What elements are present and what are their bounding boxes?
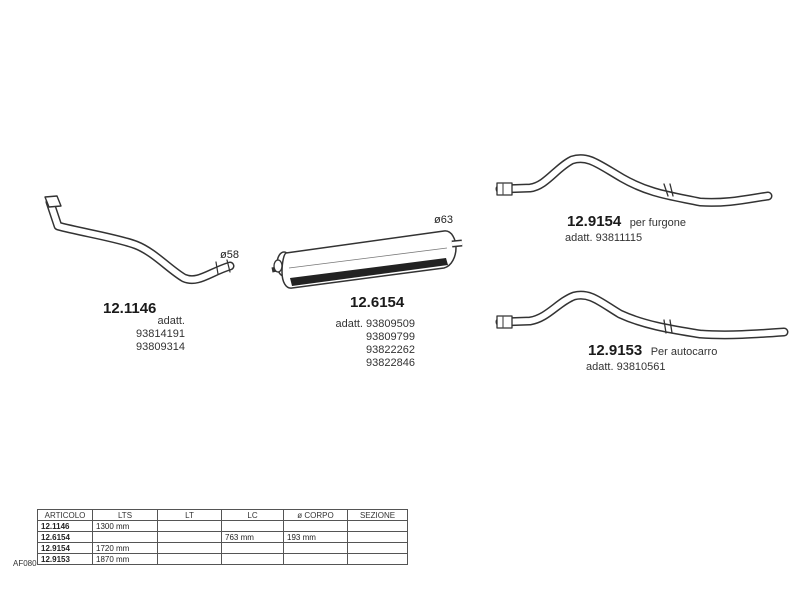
cell-corpo: [283, 542, 348, 554]
table-row: 12.9154 1720 mm: [37, 542, 408, 554]
table-header-row: ARTICOLO LTS LT LC ø CORPO SEZIONE: [37, 509, 408, 521]
cell-lts: 1720 mm: [92, 542, 158, 554]
column-header-lts: LTS: [92, 509, 158, 521]
table-row: 12.9153 1870 mm: [37, 553, 408, 565]
cell-sezione: [347, 531, 408, 543]
part-description: Per autocarro: [650, 346, 718, 358]
pipe-12-9153: [495, 290, 789, 340]
part-notes-12-9153: adatt. 93810561: [586, 361, 666, 374]
cell-articolo: 12.1146: [37, 520, 93, 532]
cell-corpo: [283, 553, 348, 565]
part-code: 12.6154: [350, 294, 405, 311]
column-header-articolo: ARTICOLO: [37, 509, 93, 521]
cell-lts: [92, 531, 158, 543]
column-header-corpo: ø CORPO: [283, 509, 348, 521]
part-code: 12.9154: [567, 213, 622, 230]
column-header-lt: LT: [157, 509, 222, 521]
cell-sezione: [347, 542, 408, 554]
part-description: per furgone: [629, 217, 686, 229]
pipe-12-9154: [495, 154, 773, 207]
part-note: 93822846: [366, 357, 415, 369]
diameter-label-12-1146: ø58: [220, 249, 239, 261]
column-header-lc: LC: [221, 509, 284, 521]
part-label-12-9154: 12.9154 per furgone: [567, 213, 686, 231]
part-label-12-9153: 12.9153 Per autocarro: [588, 342, 717, 360]
column-header-sezione: SEZIONE: [347, 509, 408, 521]
cell-corpo: [283, 520, 348, 532]
part-notes-12-9154: adatt. 93811115: [565, 232, 642, 245]
cell-lt: [157, 531, 222, 543]
table-row: 12.1146 1300 mm: [37, 520, 408, 532]
cell-articolo: 12.9153: [37, 553, 93, 565]
muffler-12-6154: [271, 230, 463, 289]
part-note: adatt. 93814191: [136, 315, 185, 340]
part-label-12-6154: 12.6154: [350, 294, 404, 311]
cell-sezione: [347, 553, 408, 565]
cell-lc: 763 mm: [221, 531, 284, 543]
cell-lc: [221, 553, 284, 565]
part-code: 12.9153: [588, 342, 643, 359]
cell-lc: [221, 520, 284, 532]
cell-lts: 1300 mm: [92, 520, 158, 532]
cell-lt: [157, 542, 222, 554]
cell-lc: [221, 542, 284, 554]
part-note: 93809799: [366, 331, 415, 343]
cell-articolo: 12.9154: [37, 542, 93, 554]
part-note: adatt. 93809509: [335, 318, 415, 330]
cell-sezione: [347, 520, 408, 532]
part-code: 12.1146: [103, 300, 157, 317]
cell-lt: [157, 553, 222, 565]
cell-lts: 1870 mm: [92, 553, 158, 565]
part-notes-12-6154: adatt. 93809509 93809799 93822262 938228…: [335, 318, 415, 370]
cell-lt: [157, 520, 222, 532]
cell-corpo: 193 mm: [283, 531, 348, 543]
part-note: adatt. 93811115: [565, 232, 643, 244]
side-label: AF080: [13, 559, 37, 568]
pipe-12-1146: [44, 195, 235, 284]
part-notes-12-1146: adatt. 93814191 93809314: [110, 315, 185, 354]
diameter-label-12-6154: ø63: [434, 214, 453, 226]
part-note: adatt. 93810561: [586, 361, 666, 373]
specification-table: ARTICOLO LTS LT LC ø CORPO SEZIONE 12.11…: [37, 509, 408, 565]
part-note: 93809314: [136, 341, 185, 353]
part-label-12-1146: 12.1146: [103, 300, 156, 317]
table-row: 12.6154 763 mm 193 mm: [37, 531, 408, 543]
part-note: 93822262: [366, 344, 415, 356]
cell-articolo: 12.6154: [37, 531, 93, 543]
